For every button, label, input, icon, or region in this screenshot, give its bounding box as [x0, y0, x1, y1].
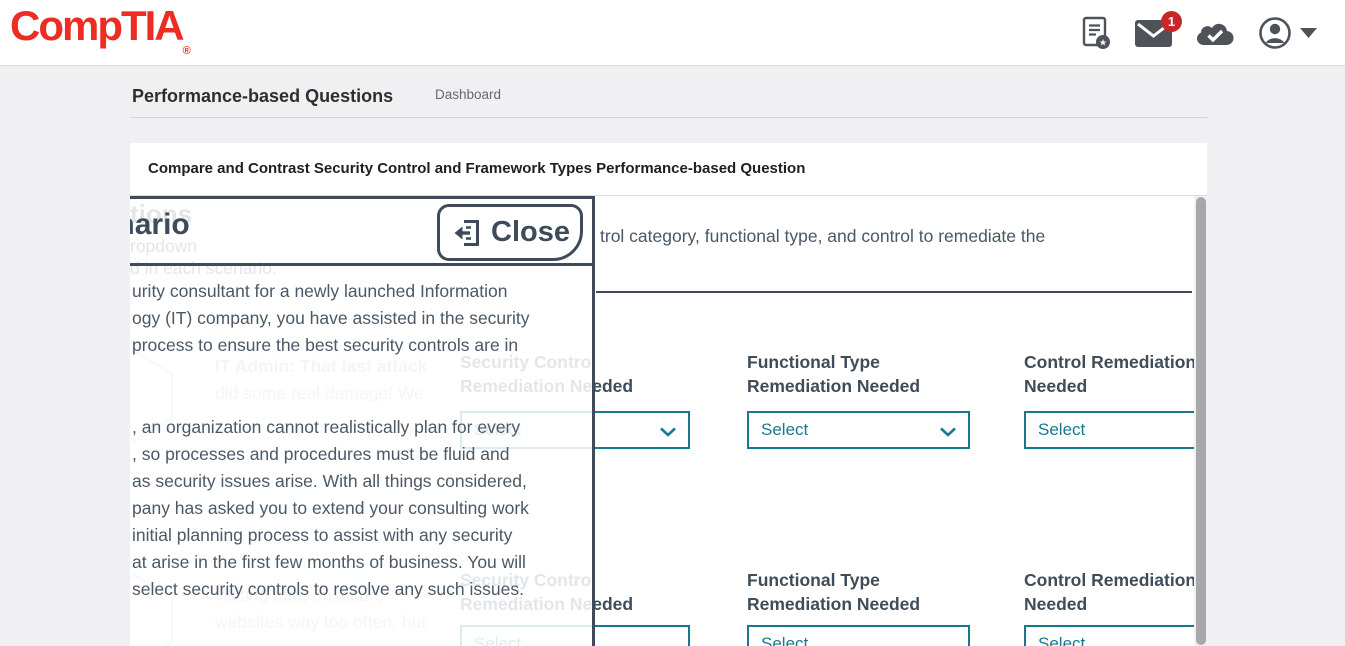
label-control-remediation: Control Remediation Needed — [1024, 352, 1194, 396]
cloud-check-icon[interactable] — [1196, 19, 1234, 47]
tasks-document-icon[interactable]: ★ — [1081, 16, 1111, 50]
scenario-text-line: ogy (IT) company, you have assisted in t… — [132, 308, 530, 328]
title-divider — [130, 117, 1207, 118]
comptia-logo[interactable]: CompTIA® — [10, 2, 191, 57]
close-button[interactable]: Close — [437, 204, 583, 261]
section-divider — [596, 291, 1192, 293]
cloud-check-icon-glyph — [1196, 23, 1234, 46]
question-instruction-text: trol category, functional type, and cont… — [600, 226, 1046, 246]
comptia-logo-text: CompTIA — [10, 2, 185, 49]
vertical-scrollbar-thumb[interactable] — [1195, 197, 1206, 645]
select-control-remediation-1[interactable]: Select — [1024, 411, 1194, 449]
scenario-text-line: initial planning process to assist with … — [132, 525, 513, 545]
scenario-text-line: at arise in the first few months of busi… — [132, 552, 526, 572]
page-title: Performance-based Questions — [132, 86, 394, 106]
scenario-text-line: pany has asked you to extend your consul… — [132, 498, 529, 518]
label-functional-type: Functional Type Remediation Needed — [747, 352, 921, 396]
header-actions: ★ 1 — [1081, 0, 1317, 66]
scenario-text-line: as security issues arise. With all thing… — [132, 471, 527, 491]
account-icon — [1259, 17, 1291, 49]
document-icon-glyph: ★ — [1082, 16, 1110, 49]
caret-down-icon — [1300, 28, 1317, 38]
registered-mark: ® — [182, 45, 191, 57]
chevron-down-icon — [660, 427, 676, 437]
pbq-card-title: Compare and Contrast Security Control an… — [148, 160, 806, 177]
account-menu[interactable] — [1258, 16, 1317, 50]
scenario-modal — [130, 196, 595, 646]
scenario-text-line: , an organization cannot realistically p… — [132, 417, 521, 437]
scenario-text-line: , so processes and procedures must be fl… — [132, 444, 510, 464]
select-control-remediation-2[interactable]: Select — [1024, 625, 1194, 646]
top-header: CompTIA® ★ 1 — [0, 0, 1345, 66]
pbq-content-viewport: tions ropdown d in each scenario. IT Adm… — [130, 196, 1194, 646]
scenario-text-line: select security controls to resolve any … — [132, 579, 524, 599]
pbq-card-header: Compare and Contrast Security Control an… — [130, 143, 1207, 196]
svg-text:★: ★ — [1099, 37, 1107, 47]
select-functional-type-2[interactable]: Select — [747, 625, 970, 646]
scenario-modal-heading: Scenario — [130, 208, 190, 241]
scenario-text-line: process to ensure the best security cont… — [132, 335, 519, 355]
scenario-text-line: urity consultant for a newly launched In… — [132, 281, 508, 301]
exit-icon — [454, 219, 479, 246]
modal-header-divider — [130, 263, 595, 266]
breadcrumb-dashboard[interactable]: Dashboard — [435, 87, 502, 102]
close-button-label: Close — [491, 216, 570, 248]
chevron-down-icon — [940, 427, 956, 437]
label-functional-type: Functional Type Remediation Needed — [747, 570, 921, 614]
pbq-card: Compare and Contrast Security Control an… — [130, 143, 1207, 646]
mail-icon[interactable]: 1 — [1135, 10, 1182, 47]
vertical-scrollbar-track[interactable] — [1194, 196, 1207, 646]
label-control-remediation: Control Remediation Needed — [1024, 570, 1194, 614]
select-functional-type-1[interactable]: Select — [747, 411, 970, 449]
mail-unread-badge: 1 — [1161, 10, 1182, 32]
